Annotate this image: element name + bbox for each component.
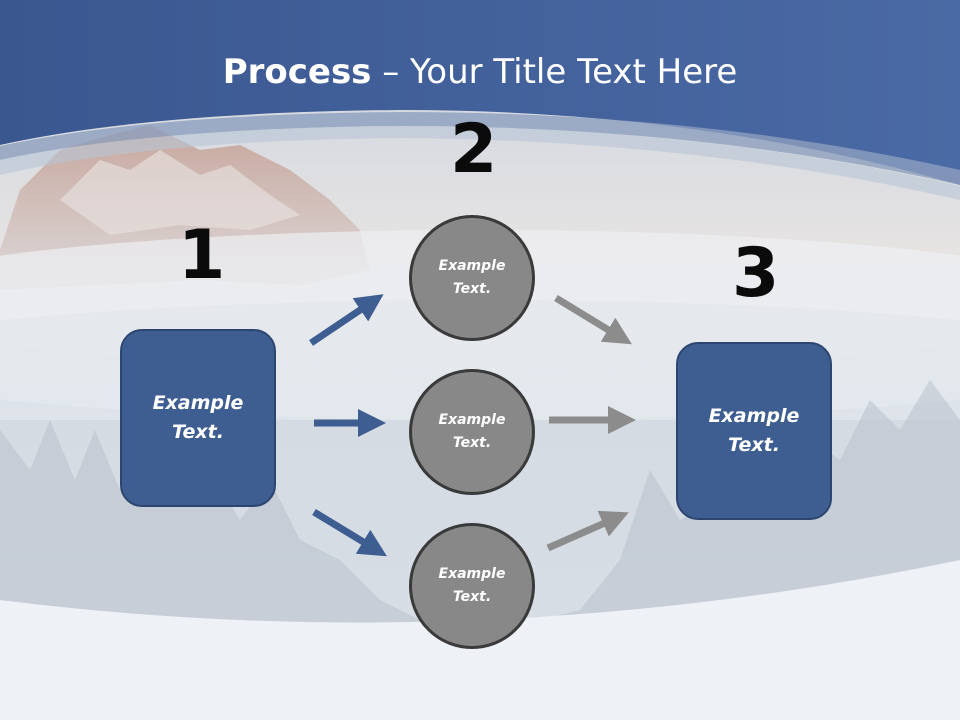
- arrow-down-right-icon: [554, 295, 632, 345]
- step-2-circle-top[interactable]: Example Text.: [409, 215, 535, 341]
- step-2-circle-bottom[interactable]: Example Text.: [409, 523, 535, 649]
- step-1-box-text: Example Text.: [152, 392, 244, 443]
- step-3-box[interactable]: Example Text.: [676, 342, 832, 520]
- slide-title: Process – Your Title Text Here: [0, 52, 960, 92]
- arrow-down-right-icon: [312, 509, 387, 557]
- step-3-box-text: Example Text.: [708, 405, 800, 456]
- step-number-2: 2: [450, 110, 498, 189]
- arrow-up-right-icon: [309, 294, 384, 346]
- arrow-up-right-icon: [546, 510, 629, 552]
- title-rest: – Your Title Text Here: [371, 52, 738, 92]
- step-1-box[interactable]: Example Text.: [120, 329, 276, 507]
- title-bold: Process: [222, 52, 372, 92]
- circle-top-text: Example Text.: [438, 258, 506, 297]
- step-number-3: 3: [732, 234, 780, 313]
- circle-middle-text: Example Text.: [438, 412, 506, 451]
- circle-bottom-text: Example Text.: [438, 566, 506, 605]
- step-2-circle-middle[interactable]: Example Text.: [409, 369, 535, 495]
- step-number-1: 1: [178, 216, 226, 295]
